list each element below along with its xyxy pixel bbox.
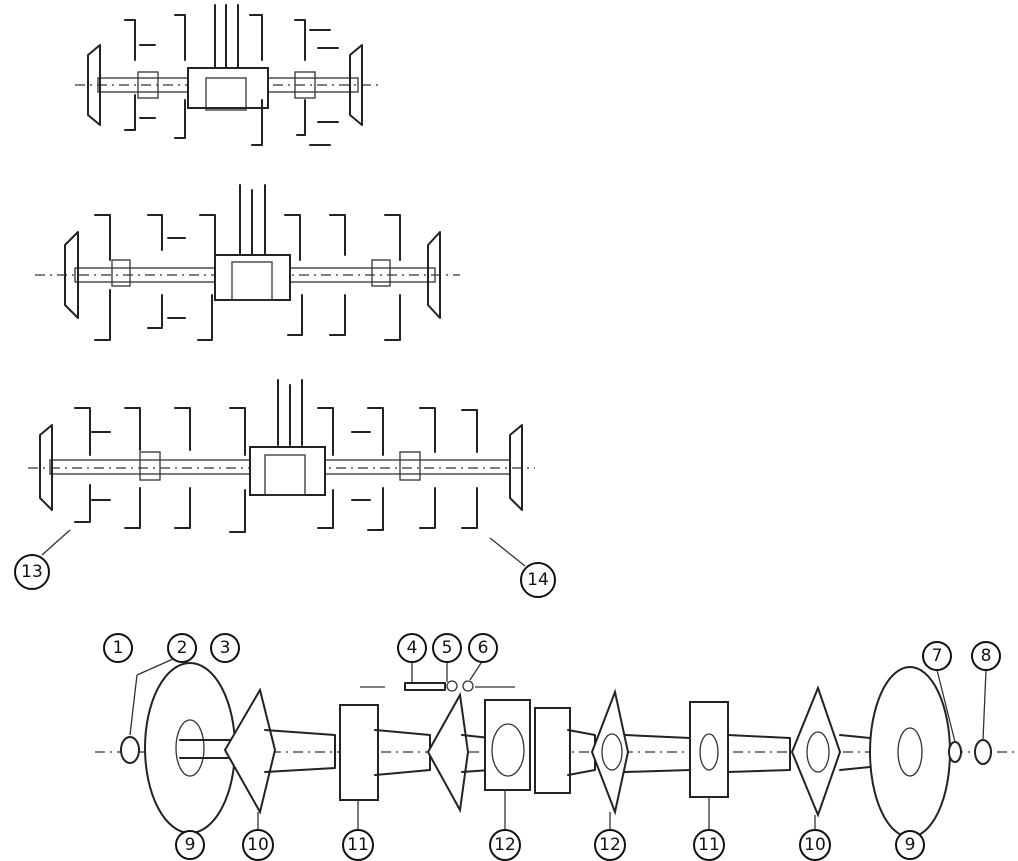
callout-5-label: 5 bbox=[442, 638, 453, 658]
callout-13: 13 bbox=[14, 554, 50, 590]
callout-11-right: 11 bbox=[693, 829, 725, 861]
callout-9-right: 9 bbox=[895, 830, 925, 860]
callout-1-label: 1 bbox=[113, 638, 124, 658]
callout-2-label: 2 bbox=[177, 638, 188, 658]
callout-13-label: 13 bbox=[21, 562, 43, 582]
callout-3-label: 3 bbox=[220, 638, 231, 658]
callout-14-label: 14 bbox=[527, 570, 549, 590]
callout-12-left-label: 12 bbox=[494, 835, 516, 855]
callout-11-left-label: 11 bbox=[347, 835, 369, 855]
callout-1: 1 bbox=[103, 633, 133, 663]
exploded-view bbox=[95, 654, 1015, 838]
callout-10-right-label: 10 bbox=[804, 835, 826, 855]
callout-4: 4 bbox=[397, 633, 427, 663]
rotor-assembly-medium bbox=[35, 184, 460, 341]
rotor-assembly-long bbox=[28, 379, 535, 567]
callout-7-label: 7 bbox=[932, 646, 943, 666]
rotor-assembly-short bbox=[75, 4, 378, 146]
callout-3: 3 bbox=[210, 633, 240, 663]
callout-14: 14 bbox=[520, 562, 556, 598]
callout-7: 7 bbox=[922, 641, 952, 671]
callout-9-left: 9 bbox=[175, 830, 205, 860]
callout-8-label: 8 bbox=[981, 646, 992, 666]
callout-10-left-label: 10 bbox=[247, 835, 269, 855]
callout-9-right-label: 9 bbox=[905, 835, 916, 855]
callout-12-right: 12 bbox=[594, 829, 626, 861]
callout-8: 8 bbox=[971, 641, 1001, 671]
callout-12-left: 12 bbox=[489, 829, 521, 861]
callout-11-right-label: 11 bbox=[698, 835, 720, 855]
callout-11-left: 11 bbox=[342, 829, 374, 861]
callout-9-left-label: 9 bbox=[185, 835, 196, 855]
callout-6: 6 bbox=[468, 633, 498, 663]
callout-10-right: 10 bbox=[799, 829, 831, 861]
callout-6-label: 6 bbox=[478, 638, 489, 658]
callout-5: 5 bbox=[432, 633, 462, 663]
callout-4-label: 4 bbox=[407, 638, 418, 658]
callout-10-left: 10 bbox=[242, 829, 274, 861]
callout-12-right-label: 12 bbox=[599, 835, 621, 855]
callout-2: 2 bbox=[167, 633, 197, 663]
